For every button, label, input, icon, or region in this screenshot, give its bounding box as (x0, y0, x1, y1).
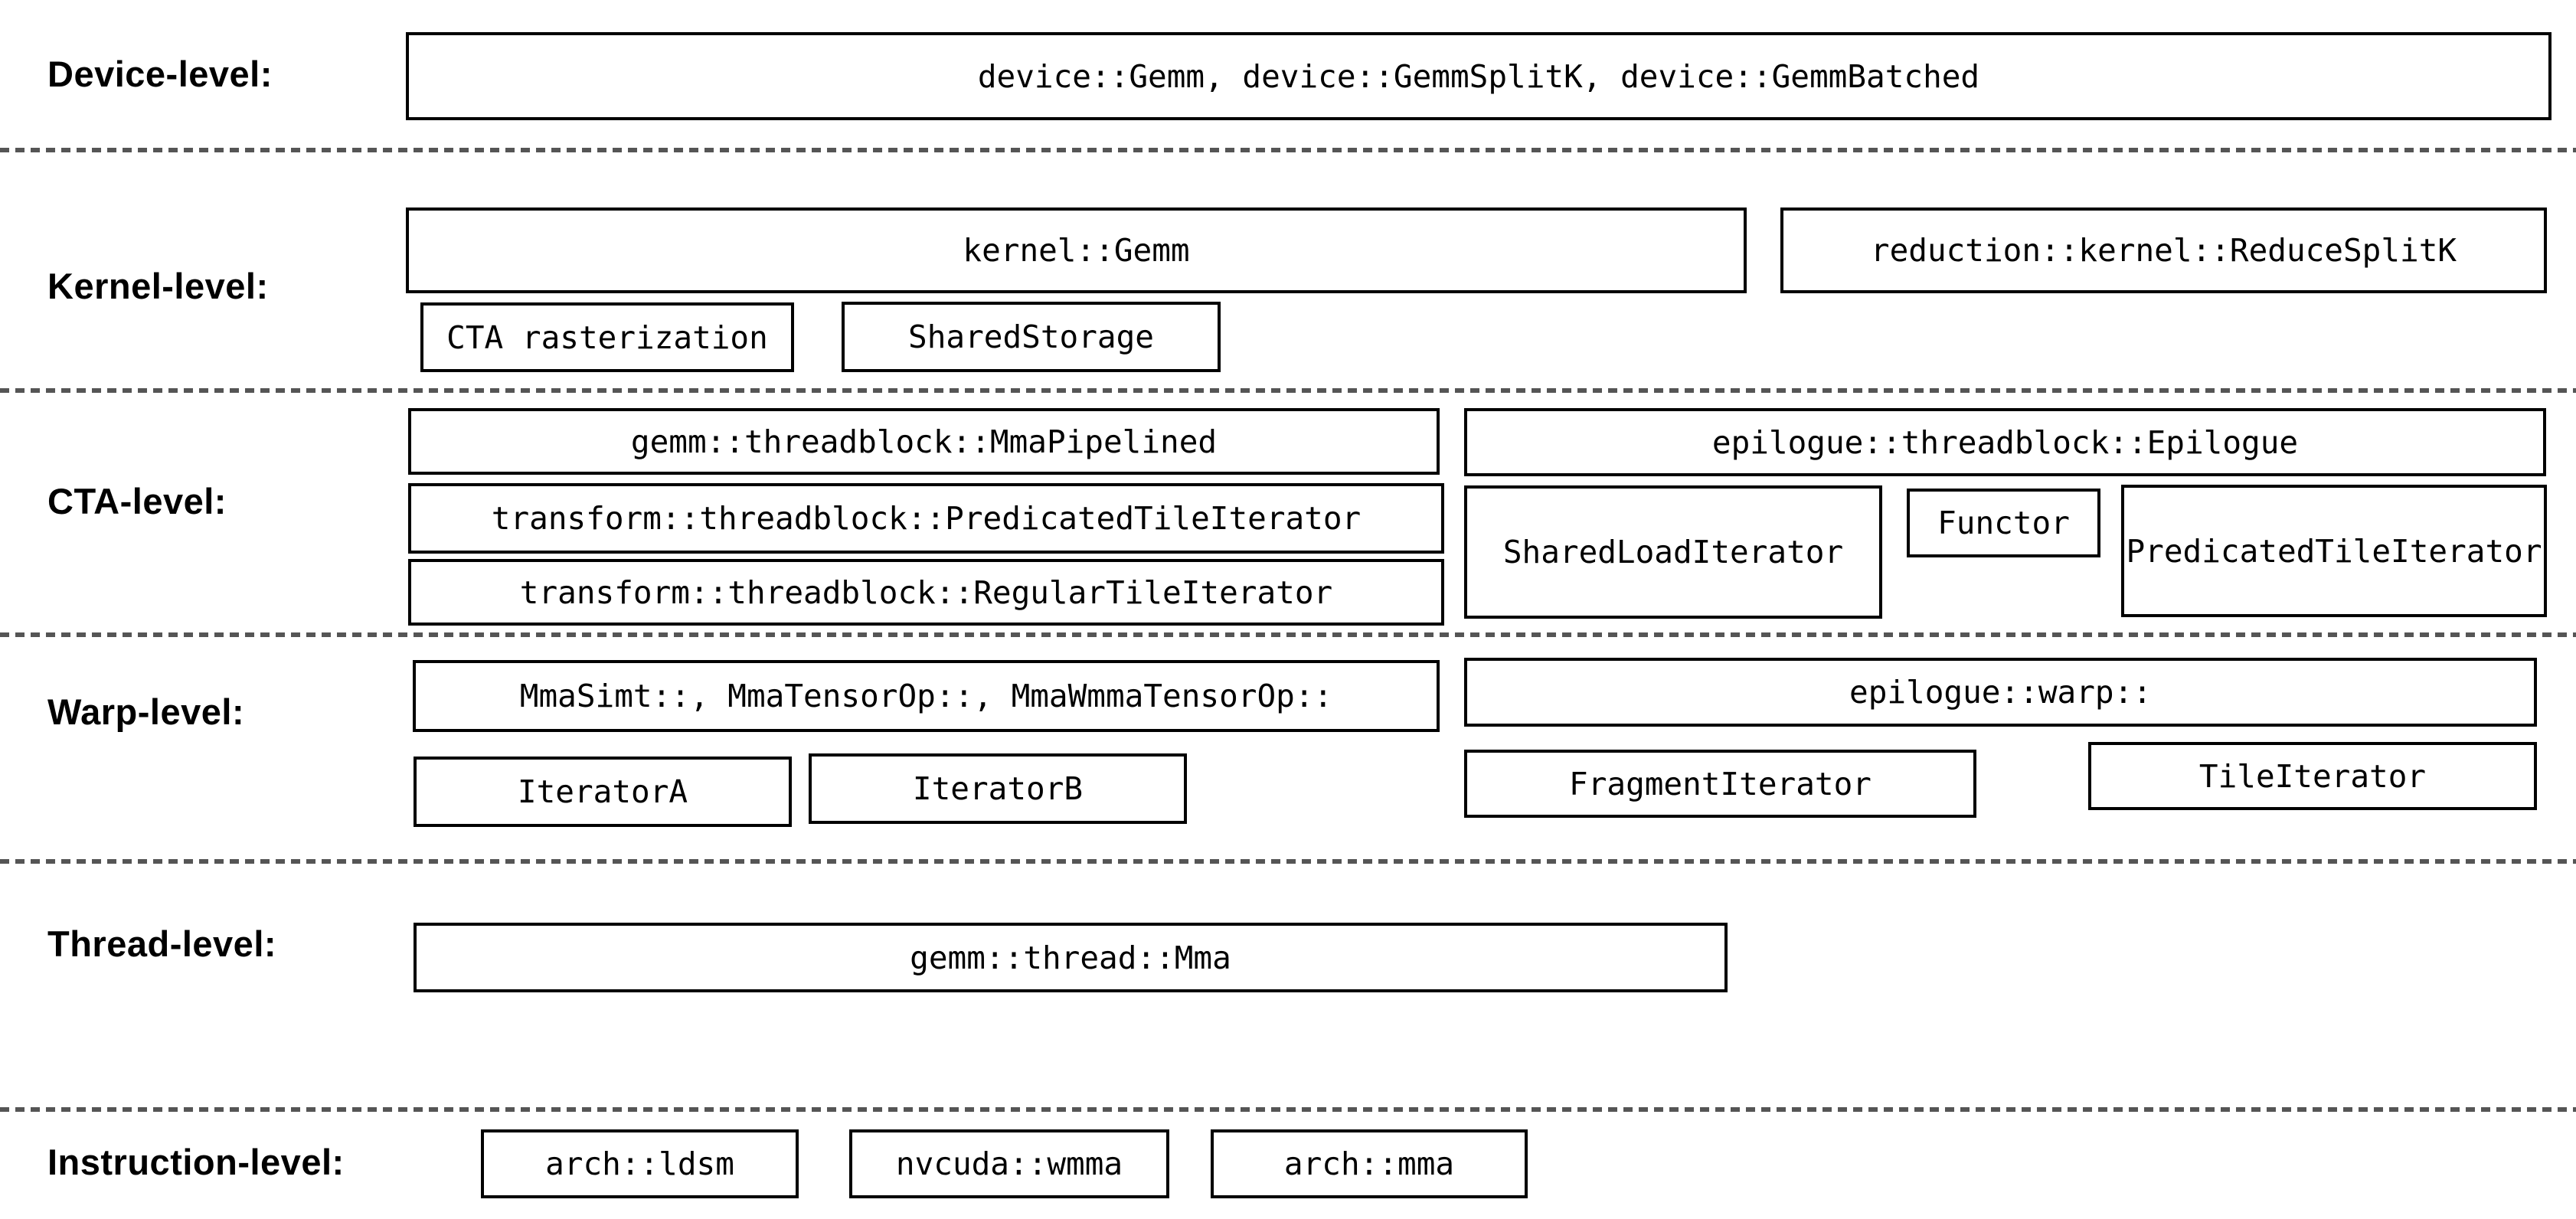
box-predicated-tile-iterator-epilogue: PredicatedTileIterator (2121, 485, 2547, 617)
box-device-gemm: device::Gemm, device::GemmSplitK, device… (406, 32, 2551, 120)
row-label-thread-level: Thread-level: (47, 923, 277, 964)
row-label-cta-level: CTA-level: (47, 481, 227, 521)
separator-thread-instruction (0, 1107, 2576, 1112)
box-shared-load-iterator: SharedLoadIterator (1464, 485, 1882, 619)
box-regular-tile-iterator: transform::threadblock::RegularTileItera… (408, 559, 1444, 626)
box-thread-mma: gemm::thread::Mma (414, 923, 1728, 992)
box-epilogue-threadblock: epilogue::threadblock::Epilogue (1464, 408, 2546, 476)
box-epilogue-warp: epilogue::warp:: (1464, 658, 2537, 727)
box-tile-iterator: TileIterator (2088, 742, 2537, 810)
box-predicated-tile-iterator-cta: transform::threadblock::PredicatedTileIt… (408, 483, 1444, 554)
row-label-warp-level: Warp-level: (47, 691, 245, 732)
box-iterator-b: IteratorB (809, 753, 1187, 824)
box-reduction-kernel-reducesplitk: reduction::kernel::ReduceSplitK (1780, 208, 2547, 293)
box-arch-ldsm: arch::ldsm (481, 1129, 799, 1198)
box-mma-pipelined: gemm::threadblock::MmaPipelined (408, 408, 1440, 475)
box-warp-mma-group: MmaSimt::, MmaTensorOp::, MmaWmmaTensorO… (413, 660, 1440, 732)
row-label-kernel-level: Kernel-level: (47, 266, 269, 306)
box-arch-mma: arch::mma (1211, 1129, 1528, 1198)
box-shared-storage: SharedStorage (842, 302, 1221, 372)
row-label-instruction-level: Instruction-level: (47, 1142, 345, 1182)
box-functor: Functor (1907, 489, 2100, 557)
separator-cta-warp (0, 632, 2576, 637)
box-iterator-a: IteratorA (414, 757, 792, 827)
separator-device-kernel (0, 148, 2576, 152)
box-fragment-iterator: FragmentIterator (1464, 750, 1976, 818)
separator-warp-thread (0, 859, 2576, 864)
box-cta-rasterization: CTA rasterization (420, 302, 794, 372)
row-label-device-level: Device-level: (47, 54, 273, 94)
box-kernel-gemm: kernel::Gemm (406, 208, 1747, 293)
box-nvcuda-wmma: nvcuda::wmma (849, 1129, 1169, 1198)
separator-kernel-cta (0, 388, 2576, 393)
